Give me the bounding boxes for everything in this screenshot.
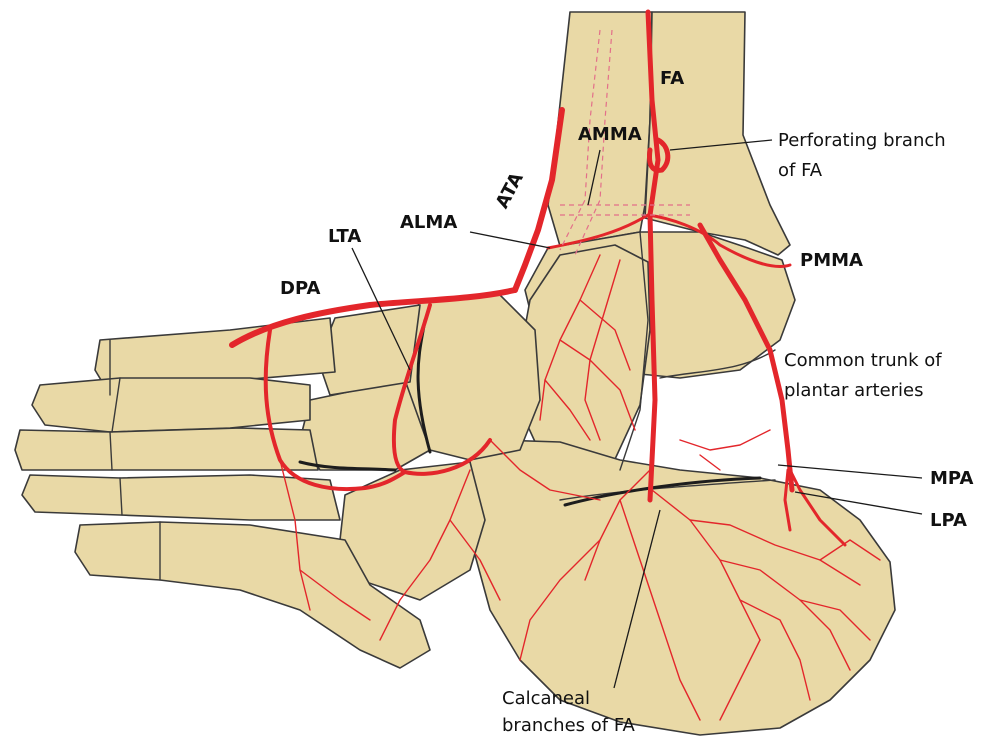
branch [700,455,720,470]
leader-mpa [778,465,922,478]
label-common-trunk-line1: Common trunk of [784,348,942,373]
label-fa: FA [660,66,684,91]
label-perforating-line1: Perforating branch [778,128,946,153]
label-alma: ALMA [400,210,457,235]
lateral-cuneiform [300,380,430,470]
bones [15,12,895,735]
branch [680,430,770,450]
label-dpa: DPA [280,276,320,301]
label-calcaneal-line1: Calcaneal [502,686,590,711]
label-common-trunk-line2: plantar arteries [784,378,924,403]
metatarsal-4 [22,475,340,520]
label-calcaneal-line2: branches of FA [502,713,635,738]
label-pmma: PMMA [800,248,863,273]
label-lpa: LPA [930,508,967,533]
label-perforating-line2: of FA [778,158,822,183]
label-lta: LTA [328,224,361,249]
label-amma: AMMA [578,122,642,147]
label-mpa: MPA [930,466,973,491]
